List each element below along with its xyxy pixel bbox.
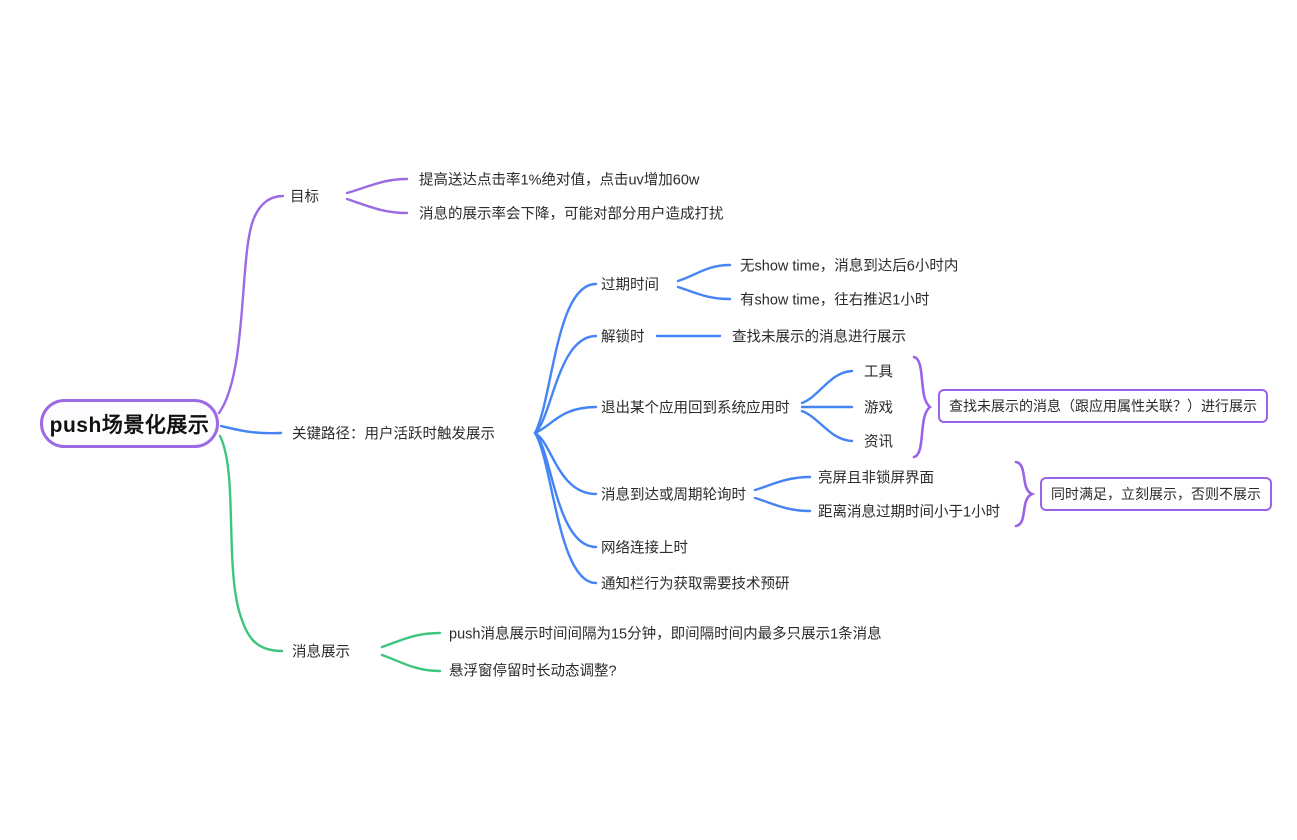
node-app-tool[interactable]: 工具: [864, 364, 893, 381]
brace-icon-arrive-poll: [1014, 460, 1036, 528]
goal-branch-line: [217, 177, 409, 415]
annotation-box-arrive-poll[interactable]: 同时满足，立刻展示，否则不展示: [1040, 477, 1272, 511]
node-app-game[interactable]: 游戏: [864, 400, 893, 417]
node-keypath[interactable]: 关键路径：用户活跃时触发展示: [292, 426, 495, 443]
node-push-interval[interactable]: push消息展示时间间隔为15分钟，即间隔时间内最多只展示1条消息: [449, 626, 882, 643]
node-has-showtime[interactable]: 有show time，往右推迟1小时: [740, 292, 930, 309]
node-goal-child-ctr[interactable]: 提高送达点击率1%绝对值，点击uv增加60w: [419, 172, 700, 189]
keypath-branch-line: [219, 263, 854, 585]
node-message-display[interactable]: 消息展示: [292, 644, 350, 661]
node-screen-on[interactable]: 亮屏且非锁屏界面: [818, 470, 934, 487]
annotation-box-exit-app[interactable]: 查找未展示的消息（跟应用属性关联？）进行展示: [938, 389, 1268, 423]
node-arrive-poll[interactable]: 消息到达或周期轮询时: [601, 487, 746, 504]
node-unlock-action[interactable]: 查找未展示的消息进行展示: [732, 329, 906, 346]
node-expire-time[interactable]: 过期时间: [601, 277, 659, 294]
node-unlock[interactable]: 解锁时: [601, 329, 645, 346]
node-network-connect[interactable]: 网络连接上时: [601, 540, 688, 557]
root-node[interactable]: push场景化展示: [40, 399, 219, 448]
node-goal-child-risk[interactable]: 消息的展示率会下降，可能对部分用户造成打扰: [419, 206, 724, 223]
node-exit-app[interactable]: 退出某个应用回到系统应用时: [601, 400, 790, 417]
brace-icon-exit-app: [912, 355, 933, 459]
node-notification-research[interactable]: 通知栏行为获取需要技术预研: [601, 576, 790, 593]
node-no-showtime[interactable]: 无show time，消息到达后6小时内: [740, 258, 959, 275]
node-float-window[interactable]: 悬浮窗停留时长动态调整?: [449, 663, 617, 680]
node-expire-lt-1h[interactable]: 距离消息过期时间小于1小时: [818, 504, 1001, 521]
node-goal[interactable]: 目标: [290, 189, 319, 206]
message-branch-line: [218, 434, 442, 673]
node-app-news[interactable]: 资讯: [864, 434, 893, 451]
